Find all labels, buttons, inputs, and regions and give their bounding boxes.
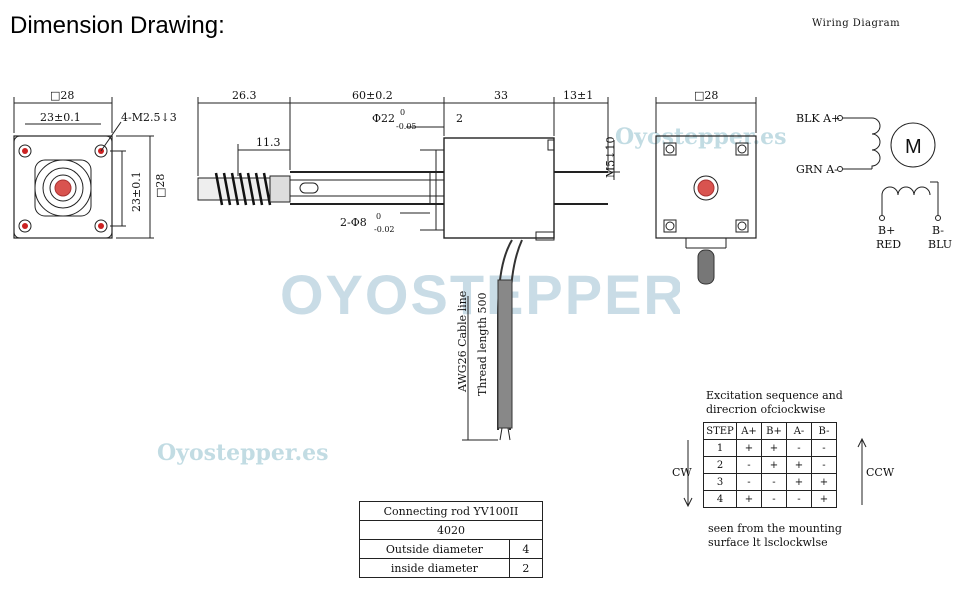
front-view [13,97,154,239]
wiring-b-plus-color: RED [876,238,901,251]
table-cell: + [736,439,762,457]
watermark-logo-text: OYOSTEPPER [280,263,680,326]
side-dim-body: 33 [494,89,508,102]
table-cell: + [736,490,762,508]
table-cell: - [811,456,837,474]
header-cell: B+ [761,422,787,440]
wiring-a-plus: BLK A+ [796,112,840,125]
rod-tol-lower: -0.02 [374,225,395,234]
header-cell: A+ [736,422,762,440]
header-cell: A- [786,422,812,440]
table-cell: - [736,456,762,474]
front-hole-spacing-h: 23±0.1 [40,111,81,124]
boss-diameter: Φ22 [372,112,395,125]
thread-length-label: Thread length 500 [476,292,489,396]
table-cell: - [786,490,812,508]
wiring-diagram [837,115,941,221]
table-cell: - [786,439,812,457]
rear-view [655,97,757,285]
table-row: 2 - + + - [703,456,837,474]
table-cell: + [761,439,787,457]
cw-label: CW [672,466,692,479]
table-header-row: STEP A+ B+ A- B- [703,422,837,440]
header-cell: STEP [703,422,737,440]
table-row: inside diameter 2 [359,558,544,578]
rod-row-value: 4 [508,539,544,559]
watermark-site-top: Oyostepper.es [615,124,787,150]
wiring-b-minus: B- [932,224,944,237]
excitation-title-line1: Excitation sequence and [706,389,843,402]
wiring-a-minus: GRN A- [796,163,838,176]
table-cell: + [811,473,837,491]
side-dim-inner: 11.3 [256,136,281,149]
watermark-site-bottom: Oyostepper.es [157,440,329,466]
motor-symbol-label: M [905,136,922,158]
table-cell: 2 [703,456,737,474]
boss-tol-upper: 0 [400,108,405,117]
table-row: 4 + - - + [703,490,837,508]
table-row: Outside diameter 4 [359,539,544,559]
front-height-label: □28 [154,173,167,198]
table-cell: 1 [703,439,737,457]
table-cell: + [786,456,812,474]
table-row: 1 + + - - [703,439,837,457]
excitation-foot-line2: surface lt lsclockwlse [708,536,828,549]
excitation-footnote: seen from the mounting surface lt lscloc… [708,522,842,550]
table-cell: 3 [703,473,737,491]
wiring-diagram-title: Wiring Diagram [812,18,901,29]
excitation-title-line2: direcrion ofciockwise [706,403,826,416]
rod-row-label: Outside diameter [359,539,510,559]
front-width-label: □28 [50,89,74,102]
table-cell: - [761,490,787,508]
side-view [197,97,620,441]
table-row: 3 - - + + [703,473,837,491]
side-dim-rod: 60±0.2 [352,89,393,102]
cable-label: AWG26 Cable line [456,290,469,392]
header-cell: B- [811,422,837,440]
excitation-table: STEP A+ B+ A- B- 1 + + - - 2 - + + - 3 -… [703,422,837,508]
boss-tol-lower: -0.05 [396,122,417,131]
ccw-label: CCW [866,466,895,479]
table-cell: 4 [703,490,737,508]
table-cell: + [761,456,787,474]
wiring-b-plus: B+ [878,224,895,237]
boss-depth: 2 [456,112,463,125]
table-cell: + [786,473,812,491]
front-hole-spacing-v: 23±0.1 [130,171,143,212]
rod-tol-upper: 0 [376,212,381,221]
wiring-b-minus-color: BLU [928,238,952,251]
connecting-rod-table: Connecting rod YV100II 4020 Outside diam… [359,501,544,578]
excitation-title: Excitation sequence and direcrion ofcioc… [706,389,843,417]
rod-table-title: Connecting rod YV100II [359,501,543,521]
excitation-foot-line1: seen from the mounting [708,522,842,535]
table-cell: - [736,473,762,491]
table-cell: - [811,439,837,457]
rod-row-value: 2 [508,558,544,578]
front-holes-label: 4-M2.5↓3 [121,111,177,124]
rear-width-label: □28 [694,89,718,102]
oyostepper-watermark-logo: OYOSTEPPER [280,263,680,326]
page-title: Dimension Drawing: [10,12,225,39]
rod-table-model: 4020 [359,520,543,540]
table-cell: - [761,473,787,491]
table-cell: + [811,490,837,508]
rod-diameter: 2-Φ8 [340,216,367,229]
side-dim-right: 13±1 [563,89,593,102]
thread-label: M5↓10 [604,136,617,178]
rod-row-label: inside diameter [359,558,510,578]
side-dim-left: 26.3 [232,89,257,102]
